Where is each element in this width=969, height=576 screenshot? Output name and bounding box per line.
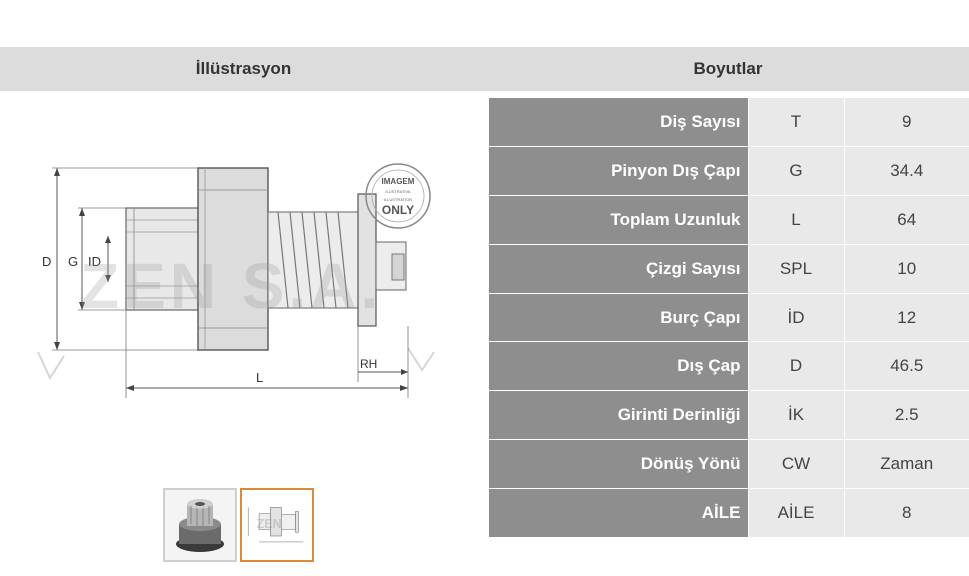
spec-code: G [748,146,845,197]
thumbnail-drawing[interactable]: ZEN [240,488,314,562]
spec-value: 34.4 [844,146,969,197]
dim-label-id: ID [88,254,101,269]
stamp-line-4: ONLY [382,203,414,217]
spec-value: 64 [844,195,969,245]
table-row: Dönüş Yönü CW Zaman [489,439,969,489]
spec-label: Çizgi Sayısı [489,244,749,294]
spec-value: 8 [844,488,969,538]
watermark: ZEN S.A. [80,250,382,322]
spec-value: 12 [844,293,969,343]
spec-code: D [748,341,845,392]
dimensions-table: Diş Sayısı T 9 Pinyon Dış Çapı G 34.4 To… [489,98,969,538]
spec-code: SPL [748,244,845,294]
table-row: Girinti Derinliği İK 2.5 [489,390,969,441]
svg-text:ZEN: ZEN [257,517,282,531]
spec-label: Dış Çap [489,341,749,392]
spec-value: 46.5 [844,341,969,392]
dim-label-rh: RH [360,357,377,371]
stamp-line-1: IMAGEM [382,177,415,186]
table-row: Çizgi Sayısı SPL 10 [489,244,969,294]
thumbnail-strip: ZEN [163,488,314,562]
spec-label: Diş Sayısı [489,98,749,148]
spec-label: Toplam Uzunluk [489,195,749,245]
illustration-heading: İllüstrasyon [195,59,292,78]
table-row: Pinyon Dış Çapı G 34.4 [489,146,969,197]
spec-value: Zaman [844,439,969,489]
spec-value: 10 [844,244,969,294]
spec-code: AİLE [748,488,845,538]
prev-arrow-icon [37,351,65,381]
spec-label: AİLE [489,488,749,538]
spec-code: L [748,195,845,245]
dimensions-heading: Boyutlar [693,59,763,78]
starter-drive-photo-icon [176,499,224,552]
technical-drawing: D G ID IMAGEM ILUSTRATIVA ILLUSTRATION O… [37,163,435,398]
spec-code: CW [748,439,845,489]
stamp-badge [365,163,431,229]
table-row: Toplam Uzunluk L 64 [489,195,969,245]
table-row: AİLE AİLE 8 [489,488,969,538]
spec-code: İD [748,293,845,343]
stamp-line-2: ILUSTRATIVA [385,189,411,194]
table-row: Burç Çapı İD 12 [489,293,969,343]
spec-label: Pinyon Dış Çapı [489,146,749,197]
stamp-line-3: ILLUSTRATION [384,197,412,202]
dim-label-l: L [256,370,263,385]
spec-label: Burç Çapı [489,293,749,343]
spec-code: İK [748,390,845,441]
table-row: Diş Sayısı T 9 [489,98,969,148]
spec-value: 9 [844,98,969,148]
section-header-bar: İllüstrasyon Boyutlar [0,47,969,91]
dim-label-d: D [42,254,51,269]
spec-label: Girinti Derinliği [489,390,749,441]
table-row: Dış Çap D 46.5 [489,341,969,392]
spec-label: Dönüş Yönü [489,439,749,489]
next-arrow-icon [407,347,435,372]
spec-code: T [748,98,845,148]
technical-drawing-thumbnail-icon: ZEN [247,507,304,543]
dim-label-g: G [68,254,78,269]
spec-value: 2.5 [844,390,969,441]
thumbnail-photo[interactable] [163,488,237,562]
